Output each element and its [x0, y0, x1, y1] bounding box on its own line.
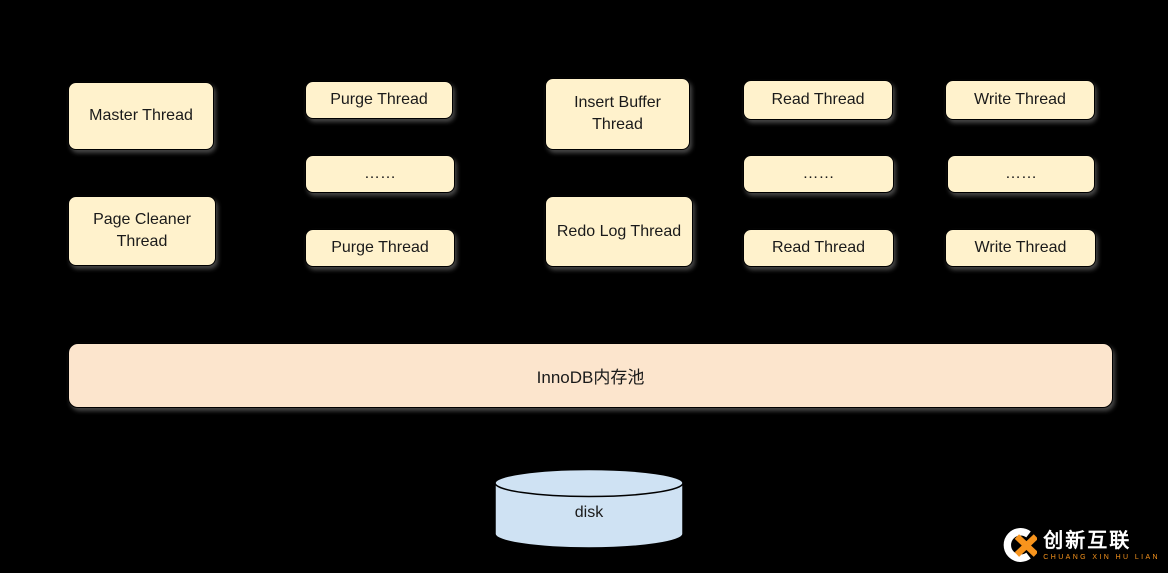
thread-box-label: Page Cleaner Thread: [93, 211, 191, 250]
thread-box-label: ……: [364, 165, 396, 183]
thread-box-label: ……: [802, 165, 835, 183]
thread-box-label: Write Thread: [974, 239, 1067, 257]
thread-box-label: Purge Thread: [331, 239, 429, 257]
thread-box-purge-2: Purge Thread: [305, 229, 455, 267]
brand-text: 创新互联 CHUANG XIN HU LIAN: [1043, 530, 1160, 561]
thread-box-label: Read Thread: [771, 91, 865, 109]
thread-box-read-1: Read Thread: [743, 80, 893, 120]
thread-box-page-cleaner: Page Cleaner Thread: [68, 196, 216, 266]
thread-box-label: Read Thread: [771, 239, 866, 257]
thread-box-insert-buffer: Insert Buffer Thread: [545, 78, 690, 150]
thread-box-read-2: Read Thread: [743, 229, 894, 267]
thread-box-write-ellipsis: ……: [947, 155, 1095, 193]
thread-box-write-2: Write Thread: [945, 229, 1096, 267]
thread-box-read-ellipsis: ……: [743, 155, 894, 193]
thread-box-label: Write Thread: [974, 91, 1066, 109]
brand-cx-icon: [1003, 528, 1038, 562]
thread-box-label: Redo Log Thread: [556, 222, 682, 240]
cylinder-shape-icon: [494, 468, 684, 549]
brand-title: 创新互联: [1043, 529, 1132, 552]
disk-cylinder: disk: [493, 468, 685, 550]
thread-box-write-1: Write Thread: [945, 80, 1095, 120]
disk-label: disk: [574, 504, 604, 521]
thread-box-redo-log: Redo Log Thread: [545, 196, 693, 267]
thread-box-label: Master Thread: [89, 107, 193, 125]
memory-pool-label: InnoDB内存池: [536, 368, 645, 387]
thread-box-purge-ellipsis: ……: [305, 155, 455, 193]
brand-subtitle: CHUANG XIN HU LIAN: [1043, 553, 1160, 561]
thread-box-label: Purge Thread: [330, 91, 428, 109]
thread-box-label: Insert Buffer Thread: [574, 94, 661, 133]
thread-box-label: ……: [1005, 165, 1037, 183]
memory-pool-bar: InnoDB内存池: [68, 343, 1113, 408]
thread-box-master: Master Thread: [68, 82, 214, 150]
thread-box-purge-1: Purge Thread: [305, 81, 453, 119]
watermark-logo: 创新互联 CHUANG XIN HU LIAN: [1001, 527, 1160, 563]
